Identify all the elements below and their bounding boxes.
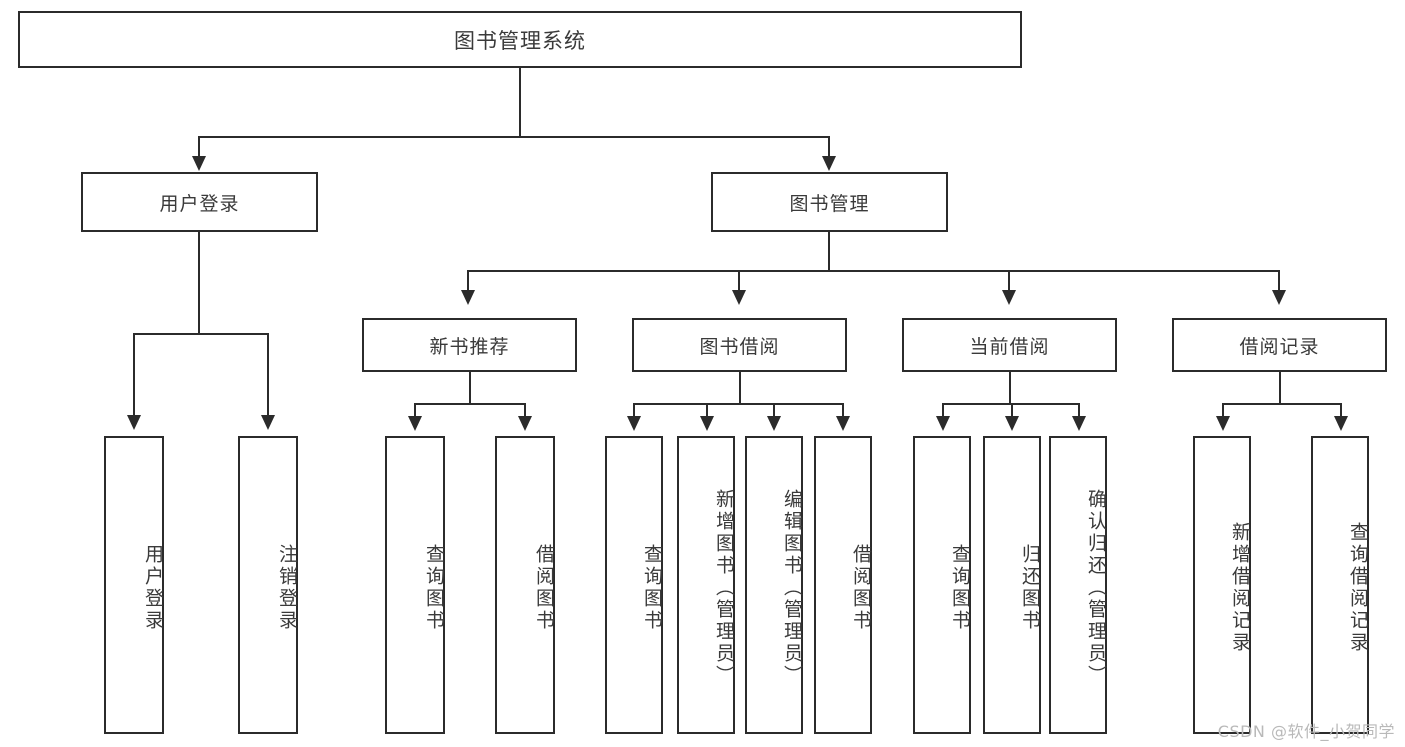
connector-new-book-bar bbox=[414, 403, 526, 405]
arrow-to-new-book bbox=[461, 290, 475, 305]
node-borrow-record-label: 借阅记录 bbox=[1239, 335, 1320, 358]
watermark: CSDN @软件_小贺同学 bbox=[1217, 722, 1395, 741]
leaf-cb-query-book-label: 查询图书 bbox=[949, 544, 971, 632]
node-new-book-label: 新书推荐 bbox=[429, 335, 510, 358]
leaf-bb-edit-book-label: 编辑图书（管理员） bbox=[781, 489, 803, 687]
arrow-to-book-borrow bbox=[732, 290, 746, 305]
arrow-to-bb-leaf-4 bbox=[836, 416, 850, 431]
arrow-to-borrow-record bbox=[1272, 290, 1286, 305]
connector-root-drop-left bbox=[198, 136, 200, 158]
leaf-cb-query-book[interactable]: 查询图书 bbox=[913, 436, 971, 734]
leaf-cb-confirm-return[interactable]: 确认归还（管理员） bbox=[1049, 436, 1107, 734]
node-borrow-record[interactable]: 借阅记录 bbox=[1172, 318, 1387, 372]
node-root[interactable]: 图书管理系统 bbox=[18, 11, 1022, 68]
node-current-borrow-label: 当前借阅 bbox=[969, 335, 1050, 358]
leaf-cb-return-book[interactable]: 归还图书 bbox=[983, 436, 1041, 734]
node-book-borrow[interactable]: 图书借阅 bbox=[632, 318, 847, 372]
connector-new-book-stem bbox=[469, 372, 471, 405]
arrow-to-leaf-user-login bbox=[127, 415, 141, 430]
connector-book-manage-stem bbox=[828, 232, 830, 272]
connector-root-bar bbox=[198, 136, 830, 138]
leaf-nb-borrow-book-label: 借阅图书 bbox=[533, 544, 555, 632]
leaf-logout-label: 注销登录 bbox=[276, 544, 298, 632]
connector-current-borrow-stem bbox=[1009, 372, 1011, 405]
connector-nb-drop-2 bbox=[524, 403, 526, 417]
leaf-user-login[interactable]: 用户登录 bbox=[104, 436, 164, 734]
arrow-to-nb-leaf-1 bbox=[408, 416, 422, 431]
node-book-borrow-label: 图书借阅 bbox=[699, 335, 780, 358]
connector-cb-drop-2 bbox=[1011, 403, 1013, 417]
node-new-book[interactable]: 新书推荐 bbox=[362, 318, 577, 372]
arrow-to-cb-leaf-2 bbox=[1005, 416, 1019, 431]
arrow-to-nb-leaf-2 bbox=[518, 416, 532, 431]
connector-br-drop-2 bbox=[1340, 403, 1342, 417]
connector-book-manage-bar bbox=[467, 270, 1280, 272]
leaf-bb-edit-book[interactable]: 编辑图书（管理员） bbox=[745, 436, 803, 734]
leaf-bb-query-book-label: 查询图书 bbox=[641, 544, 663, 632]
leaf-br-query-record[interactable]: 查询借阅记录 bbox=[1311, 436, 1369, 734]
arrow-to-cb-leaf-3 bbox=[1072, 416, 1086, 431]
leaf-bb-query-book[interactable]: 查询图书 bbox=[605, 436, 663, 734]
connector-user-login-drop-1 bbox=[133, 333, 135, 416]
arrow-to-bb-leaf-1 bbox=[627, 416, 641, 431]
arrow-to-cb-leaf-1 bbox=[936, 416, 950, 431]
leaf-bb-borrow-book[interactable]: 借阅图书 bbox=[814, 436, 872, 734]
connector-user-login-drop-2 bbox=[267, 333, 269, 416]
connector-root-drop-right bbox=[828, 136, 830, 158]
leaf-br-add-record[interactable]: 新增借阅记录 bbox=[1193, 436, 1251, 734]
arrow-to-br-leaf-1 bbox=[1216, 416, 1230, 431]
node-user-login[interactable]: 用户登录 bbox=[81, 172, 318, 232]
connector-bm-drop-2 bbox=[738, 270, 740, 292]
arrow-to-bb-leaf-3 bbox=[767, 416, 781, 431]
connector-bb-drop-1 bbox=[633, 403, 635, 417]
connector-bm-drop-1 bbox=[467, 270, 469, 292]
connector-bb-drop-3 bbox=[773, 403, 775, 417]
connector-cb-drop-1 bbox=[942, 403, 944, 417]
node-root-label: 图书管理系统 bbox=[454, 28, 586, 53]
leaf-bb-borrow-book-label: 借阅图书 bbox=[850, 544, 872, 632]
connector-book-borrow-bar bbox=[633, 403, 844, 405]
leaf-br-add-record-label: 新增借阅记录 bbox=[1229, 522, 1251, 654]
arrow-to-br-leaf-2 bbox=[1334, 416, 1348, 431]
arrow-to-user-login bbox=[192, 156, 206, 171]
node-book-manage-label: 图书管理 bbox=[789, 192, 870, 215]
leaf-user-login-label: 用户登录 bbox=[142, 544, 164, 632]
connector-user-login-stem bbox=[198, 232, 200, 335]
connector-user-login-bar bbox=[133, 333, 267, 335]
node-user-login-label: 用户登录 bbox=[159, 192, 240, 215]
node-current-borrow[interactable]: 当前借阅 bbox=[902, 318, 1117, 372]
leaf-logout[interactable]: 注销登录 bbox=[238, 436, 298, 734]
connector-root-stem bbox=[519, 68, 521, 138]
leaf-br-query-record-label: 查询借阅记录 bbox=[1347, 522, 1369, 654]
connector-borrow-record-bar bbox=[1222, 403, 1342, 405]
arrow-to-book-manage bbox=[822, 156, 836, 171]
connector-bm-drop-3 bbox=[1008, 270, 1010, 292]
connector-bm-drop-4 bbox=[1278, 270, 1280, 292]
leaf-nb-query-book-label: 查询图书 bbox=[423, 544, 445, 632]
leaf-bb-add-book[interactable]: 新增图书（管理员） bbox=[677, 436, 735, 734]
arrow-to-leaf-logout bbox=[261, 415, 275, 430]
connector-bb-drop-2 bbox=[706, 403, 708, 417]
connector-nb-drop-1 bbox=[414, 403, 416, 417]
connector-borrow-record-stem bbox=[1279, 372, 1281, 405]
leaf-nb-borrow-book[interactable]: 借阅图书 bbox=[495, 436, 555, 734]
connector-bb-drop-4 bbox=[842, 403, 844, 417]
connector-cb-drop-3 bbox=[1078, 403, 1080, 417]
leaf-nb-query-book[interactable]: 查询图书 bbox=[385, 436, 445, 734]
leaf-bb-add-book-label: 新增图书（管理员） bbox=[713, 489, 735, 687]
leaf-cb-return-book-label: 归还图书 bbox=[1019, 544, 1041, 632]
node-book-manage[interactable]: 图书管理 bbox=[711, 172, 948, 232]
connector-book-borrow-stem bbox=[739, 372, 741, 405]
arrow-to-current-borrow bbox=[1002, 290, 1016, 305]
arrow-to-bb-leaf-2 bbox=[700, 416, 714, 431]
leaf-cb-confirm-return-label: 确认归还（管理员） bbox=[1085, 489, 1107, 687]
connector-br-drop-1 bbox=[1222, 403, 1224, 417]
